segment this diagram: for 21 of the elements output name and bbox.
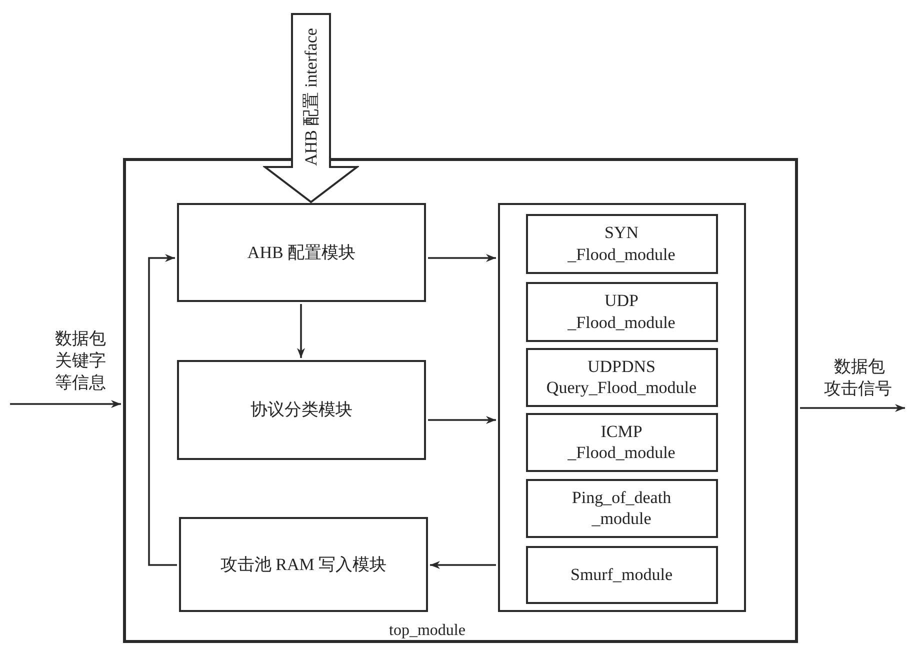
arrow xyxy=(10,400,121,408)
process-box: AHB 配置模块 xyxy=(177,203,426,302)
module-box: UDP _Flood_module xyxy=(526,282,718,342)
arrow xyxy=(800,404,905,412)
module-box: UDPDNS Query_Flood_module xyxy=(526,348,718,406)
arrow xyxy=(430,561,496,569)
arrow xyxy=(428,254,496,262)
frame-label: top_module xyxy=(389,622,466,640)
process-box: 协议分类模块 xyxy=(177,360,426,460)
process-box: 攻击池 RAM 写入模块 xyxy=(179,517,428,612)
block-arrow: AHB 配置 interface xyxy=(263,13,359,203)
module-box: ICMP _Flood_module xyxy=(526,412,718,472)
module-box: Ping_of_death _module xyxy=(526,478,718,538)
container-box xyxy=(498,203,746,612)
edge-label: 数据包关键字等信息 xyxy=(55,328,107,394)
edge-label: 数据包攻击信号 xyxy=(824,356,893,400)
arrow xyxy=(297,304,305,358)
arrow xyxy=(428,416,496,424)
module-box: Smurf_module xyxy=(526,546,718,604)
arrow xyxy=(148,254,177,566)
module-box: SYN _Flood_module xyxy=(526,214,718,274)
